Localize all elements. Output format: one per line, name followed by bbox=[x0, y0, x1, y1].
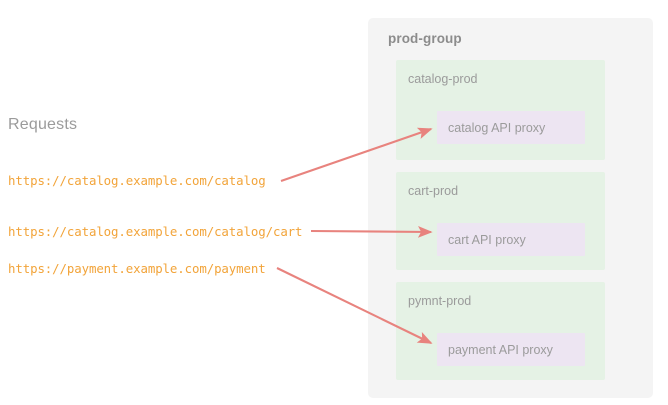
proxy-box-catalog-api-proxy: catalog API proxy bbox=[437, 111, 585, 144]
namespace-box-cart-prod: cart-prod cart API proxy bbox=[396, 172, 605, 270]
namespace-label-pymnt-prod: pymnt-prod bbox=[408, 294, 472, 308]
namespace-box-pymnt-prod: pymnt-prod payment API proxy bbox=[396, 282, 605, 380]
request-url-catalog-cart: https://catalog.example.com/catalog/cart bbox=[8, 224, 303, 239]
proxy-label-cart-api-proxy: cart API proxy bbox=[448, 232, 526, 247]
request-url-catalog: https://catalog.example.com/catalog bbox=[8, 173, 266, 188]
request-url-payment: https://payment.example.com/payment bbox=[8, 261, 266, 276]
proxy-label-payment-api-proxy: payment API proxy bbox=[448, 342, 553, 357]
requests-section: Requests https://catalog.example.com/cat… bbox=[8, 116, 303, 276]
proxy-box-cart-api-proxy: cart API proxy bbox=[437, 223, 585, 256]
prod-group-title: prod-group bbox=[388, 31, 462, 46]
namespace-label-cart-prod: cart-prod bbox=[408, 184, 459, 198]
prod-group-panel: prod-group catalog-prod catalog API prox… bbox=[368, 18, 653, 398]
namespace-label-catalog-prod: catalog-prod bbox=[408, 72, 478, 86]
requests-heading: Requests bbox=[8, 116, 78, 133]
namespace-box-catalog-prod: catalog-prod catalog API proxy bbox=[396, 60, 605, 160]
proxy-box-payment-api-proxy: payment API proxy bbox=[437, 333, 585, 366]
proxy-label-catalog-api-proxy: catalog API proxy bbox=[448, 120, 546, 135]
